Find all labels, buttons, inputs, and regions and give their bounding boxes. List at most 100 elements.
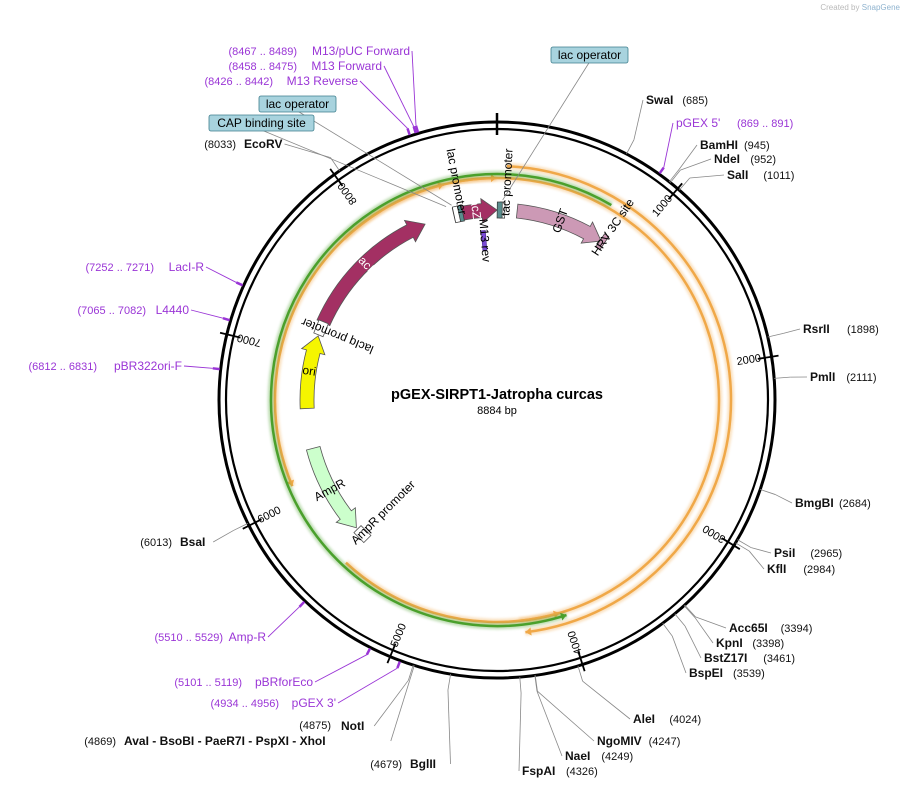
enzyme-leader: [670, 169, 681, 183]
tick-mark: [219, 331, 241, 339]
primer-position: (5510 .. 5529): [155, 632, 224, 644]
orange-arc-head: [286, 479, 295, 487]
primer-position: (7252 .. 7271): [86, 262, 155, 274]
enzyme-name: BspEI: [689, 666, 723, 680]
primer-leader: [411, 50, 417, 126]
enzyme-leader: [767, 333, 784, 338]
enzyme-name: NaeI: [565, 749, 590, 763]
enzyme-leader: [671, 635, 687, 674]
enzyme-leader: [662, 622, 673, 637]
enzyme-leader: [735, 542, 750, 552]
primer-position: (8467 .. 8489): [229, 46, 298, 58]
feature-ampr: [305, 445, 357, 529]
callout-label: CAP binding site: [217, 116, 306, 130]
enzyme-name: AleI: [633, 712, 655, 726]
primer-name: M13/pUC Forward: [312, 44, 410, 58]
m13-rev-marker: [480, 230, 488, 251]
tick-mark: [242, 518, 262, 530]
primer-tick: [414, 125, 420, 133]
enzyme-name: NdeI: [714, 152, 740, 166]
promoter-arrow-box: [313, 319, 329, 338]
plasmid-name: pGEX-SIRPT1-Jatropha curcas: [391, 387, 603, 403]
enzyme-leader: [518, 693, 522, 772]
primer-tick: [298, 600, 306, 608]
enzyme-name: KflI: [767, 562, 786, 576]
enzyme-name: BglII: [410, 757, 436, 771]
enzyme-position: (945): [744, 140, 770, 152]
primer-position: (5101 .. 5119): [174, 677, 242, 689]
enzyme-position: (2684): [839, 498, 871, 510]
enzyme-name: RsrII: [803, 322, 830, 336]
enzyme-leader: [233, 522, 249, 531]
enzyme-leader: [626, 139, 635, 155]
enzyme-position: (3461): [763, 653, 795, 665]
feature-annotation-label: HRV 3C site: [589, 196, 638, 259]
enzyme-leader: [668, 169, 680, 183]
enzyme-leader: [689, 174, 725, 179]
enzyme-position: (952): [750, 154, 776, 166]
enzyme-leader: [737, 539, 752, 549]
primer-position: (8426 .. 8442): [205, 76, 274, 88]
tick-mark: [667, 182, 683, 200]
primer-leader: [359, 80, 408, 129]
backbone: [217, 113, 777, 680]
enzyme-leader: [695, 616, 727, 629]
primer-leader: [314, 654, 368, 683]
orange-arc: [273, 176, 721, 624]
enzyme-position: (4326): [566, 766, 598, 778]
enzyme-leader: [330, 157, 340, 172]
promoter-box: [451, 205, 462, 224]
enzyme-position: (3539): [733, 668, 765, 680]
enzyme-leader: [678, 177, 691, 191]
orange-arc-head: [525, 627, 532, 636]
feature-annotation-label: M13 rev: [476, 218, 493, 262]
enzyme-leader: [775, 494, 793, 504]
credit-prefix: Created by: [820, 3, 860, 12]
enzyme-name: SalI: [727, 168, 748, 182]
tick-label: 5000: [389, 622, 409, 649]
enzyme-position: (3394): [781, 623, 813, 635]
primer-tick: [235, 281, 244, 287]
primer-name: pBR322ori-F: [114, 359, 182, 373]
primer-sites: pGEX 5'(869 .. 891)pGEX 3'(4934 .. 4956)…: [29, 44, 794, 710]
tick-label: 2000: [736, 352, 762, 368]
primer-tick: [212, 367, 220, 371]
enzyme-name: PsiI: [774, 546, 795, 560]
enzyme-position: (1898): [847, 324, 879, 336]
enzyme-name: EcoRV: [244, 137, 282, 151]
primer-leader: [205, 266, 237, 283]
feature-gst: [515, 203, 602, 244]
enzyme-name: KpnI: [716, 636, 743, 650]
enzyme-leader: [577, 665, 584, 682]
promoter-box: [496, 201, 503, 219]
plasmid-length: 8884 bp: [477, 405, 517, 417]
callout-box: [550, 46, 629, 64]
callout-leader: [297, 110, 452, 206]
primer-leader: [183, 365, 213, 369]
restriction-sites: SwaI(685)BamHI(945)NdeI(952)SalI(1011)Rs…: [84, 93, 879, 778]
primer-name: pGEX 5': [676, 116, 720, 130]
enzyme-leader: [783, 328, 801, 334]
promoter-box: [595, 233, 610, 251]
enzyme-leader: [748, 550, 765, 570]
tick-mark: [721, 537, 741, 550]
orange-arc: [506, 164, 733, 634]
orange-arc-glow: [341, 181, 445, 242]
enzyme-leader: [390, 680, 410, 742]
enzyme-leader: [684, 604, 696, 618]
primer-name: LacI-R: [169, 260, 205, 274]
callout-label: lac operator: [266, 97, 329, 111]
callout-leader: [261, 129, 447, 207]
primer-position: (8458 .. 8475): [229, 61, 298, 73]
enzyme-name: PmlI: [810, 370, 835, 384]
enzyme-leader: [751, 547, 772, 554]
primer-name: pGEX 3': [292, 696, 336, 710]
feature-ori: [299, 335, 326, 410]
enzyme-leader: [760, 489, 776, 495]
enzyme-leader: [633, 99, 644, 140]
promoter-arrow-box: [353, 525, 372, 544]
enzyme-name: FspAI: [522, 764, 555, 778]
enzyme-position: (2111): [846, 372, 876, 384]
enzyme-name: AvaI - BsoBI - PaeR7I - PspXI - XhoI: [124, 734, 326, 748]
